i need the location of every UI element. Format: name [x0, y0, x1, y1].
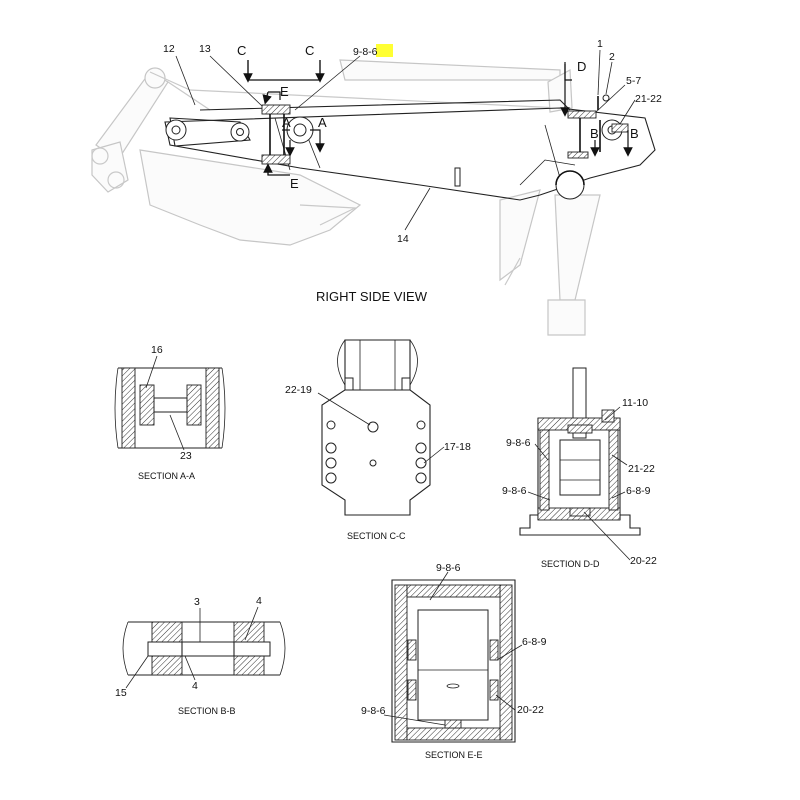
callout-2: 2: [609, 51, 615, 63]
right-side-view: C C E E A A D B B: [91, 38, 662, 336]
section-c-c-title: SECTION C-C: [347, 531, 406, 541]
callout-22-19: 22-19: [285, 384, 312, 396]
highlight-marker: [376, 44, 393, 57]
shim-bottom-d: [567, 151, 589, 159]
slot: [454, 167, 461, 187]
callout-15: 15: [115, 687, 127, 699]
callout-9-8-6-d1: 9-8-6: [506, 437, 531, 449]
callout-9-8-6-d2: 9-8-6: [502, 485, 527, 497]
callout-21-22-d: 21-22: [628, 463, 655, 475]
callout-6-8-9-d: 6-8-9: [626, 485, 651, 497]
callout-20-22-d: 20-22: [630, 555, 657, 567]
callout-11-10: 11-10: [622, 397, 648, 409]
callout-12: 12: [163, 43, 175, 55]
marker-d: D: [577, 59, 586, 74]
marker-e-top: E: [280, 84, 289, 99]
marker-c-right: C: [305, 43, 314, 58]
ghost-boom-linkage: [91, 59, 601, 336]
callout-16: 16: [151, 344, 163, 356]
callout-21-22-top: 21-22: [635, 93, 662, 105]
callout-9-8-6-top: 9-8-6: [353, 46, 378, 58]
marker-b-left: B: [590, 126, 599, 141]
section-a-a-title: SECTION A-A: [138, 471, 195, 481]
callout-6-8-9-e: 6-8-9: [522, 636, 547, 648]
section-e-e-title: SECTION E-E: [425, 750, 483, 760]
marker-e-bottom: E: [290, 176, 299, 191]
callout-9-8-6-e1: 9-8-6: [436, 562, 461, 574]
callout-9-8-6-e2: 9-8-6: [361, 705, 386, 717]
section-d-d: 11-10 9-8-6 21-22 9-8-6 6-8-9 20-22 SECT…: [502, 367, 657, 569]
section-b-b-title: SECTION B-B: [178, 706, 236, 716]
view-title: RIGHT SIDE VIEW: [316, 289, 428, 304]
callout-17-18: 17-18: [444, 441, 471, 453]
section-c-c: 22-19 17-18 SECTION C-C: [285, 339, 471, 541]
callout-23: 23: [180, 450, 192, 462]
callout-1: 1: [597, 38, 603, 50]
callout-leaders: [175, 49, 636, 231]
marker-c-left: C: [237, 43, 246, 58]
section-markers: C C E E A A D B B: [237, 43, 639, 191]
section-b-b: 3 4 15 4 SECTION B-B: [115, 595, 286, 716]
callout-14: 14: [397, 233, 409, 245]
marker-a-right: A: [318, 115, 327, 130]
shim-top-e: [261, 104, 291, 115]
section-e-e: 9-8-6 6-8-9 20-22 9-8-6 SECTION E-E: [361, 562, 547, 760]
section-d-d-title: SECTION D-D: [541, 559, 600, 569]
shim-bottom-e: [261, 154, 291, 165]
callout-4-bottom: 4: [192, 680, 198, 692]
callout-13: 13: [199, 43, 211, 55]
callout-20-22-e: 20-22: [517, 704, 544, 716]
marker-b-right: B: [630, 126, 639, 141]
section-a-a: 16 23 SECTION A-A: [114, 344, 226, 481]
stick-arm: [164, 94, 656, 201]
callout-5-7: 5-7: [626, 75, 641, 87]
callout-4-top: 4: [256, 595, 262, 607]
shim-top-d: [567, 110, 597, 119]
shim-b: [611, 123, 629, 133]
marker-a-left: A: [282, 115, 291, 130]
callout-3: 3: [194, 596, 200, 608]
